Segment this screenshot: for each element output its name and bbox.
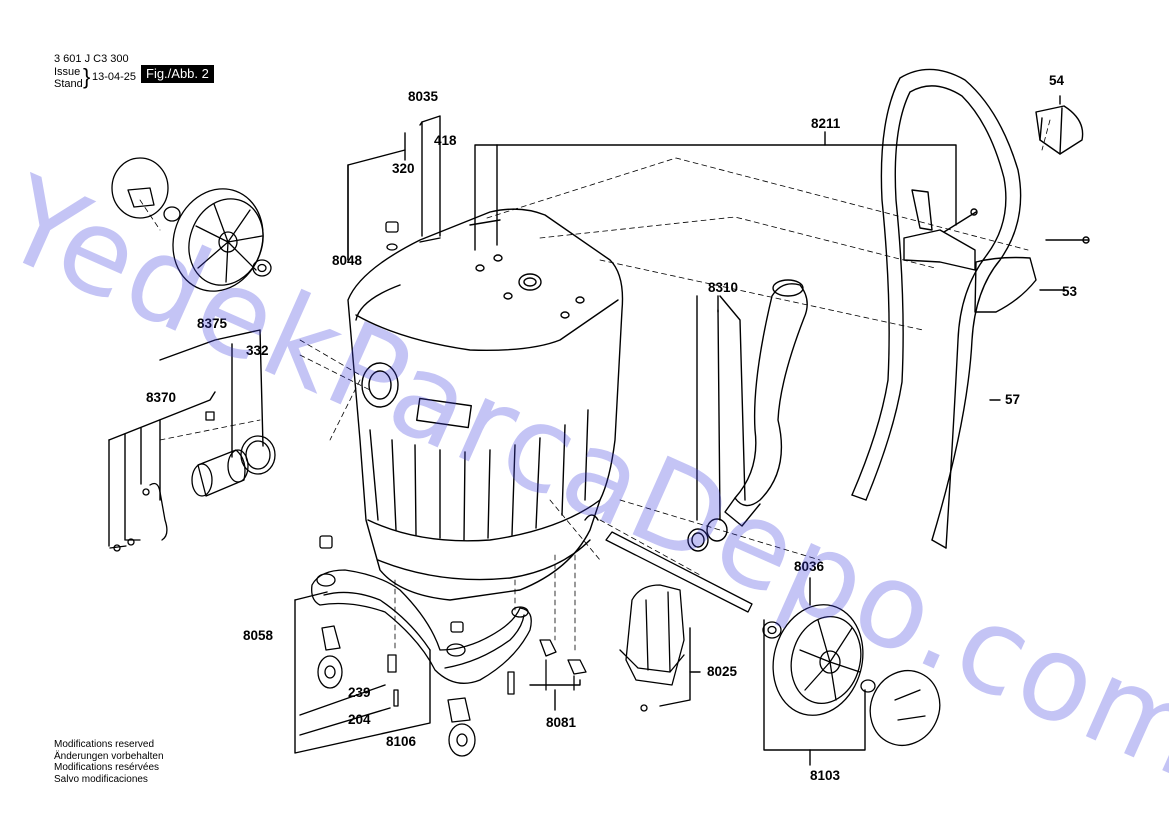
part-label-332: 332	[246, 343, 269, 358]
connector-parts	[109, 411, 276, 552]
hose-elbow	[687, 279, 808, 552]
screw-320	[385, 221, 399, 251]
base-casters	[311, 535, 587, 757]
modifications-line-de: Änderungen vorbehalten	[54, 750, 164, 762]
wheel-top-left	[111, 157, 272, 292]
part-label-204: 204	[348, 712, 371, 727]
part-label-8036: 8036	[794, 559, 825, 574]
axle	[605, 531, 753, 613]
part-label-8211: 8211	[811, 116, 841, 131]
issue-date: 13-04-25	[92, 71, 137, 83]
part-label-8106: 8106	[386, 734, 417, 749]
stand-label: Stand	[54, 78, 83, 90]
handle-assembly	[851, 68, 1090, 549]
tank-body	[347, 208, 624, 601]
part-label-239: 239	[348, 685, 371, 700]
part-label-418: 418	[434, 133, 457, 148]
part-label-53: 53	[1062, 284, 1078, 299]
part-label-8048: 8048	[332, 253, 363, 268]
figure-tag: Fig./Abb. 2	[141, 65, 214, 83]
part-label-320: 320	[392, 161, 415, 176]
part-label-8370: 8370	[146, 390, 177, 405]
modifications-line-es: Salvo modificaciones	[54, 773, 148, 785]
modifications-line-fr: Modifications resérvées	[54, 762, 160, 773]
part-label-8103: 8103	[810, 768, 841, 783]
modifications-note: Modifications reserved Änderungen vorbeh…	[54, 739, 164, 785]
bracket-8025	[619, 584, 685, 712]
part-label-8025: 8025	[707, 664, 738, 679]
part-label-8035: 8035	[408, 89, 439, 104]
part-label-8375: 8375	[197, 316, 228, 331]
label-bracket-lines	[108, 95, 1066, 766]
part-label-8310: 8310	[708, 280, 739, 295]
doc-number: 3 601 J C3 300	[54, 53, 129, 65]
modifications-line-en: Modifications reserved	[54, 739, 155, 750]
part-label-54: 54	[1049, 73, 1065, 88]
part-label-57: 57	[1005, 392, 1021, 407]
part-label-8081: 8081	[546, 715, 577, 730]
part-label-8058: 8058	[243, 628, 274, 643]
dashed-leaders	[139, 119, 1051, 651]
brace-glyph: }	[83, 64, 91, 89]
wheel-right	[762, 604, 941, 746]
issue-label: Issue	[54, 66, 81, 78]
